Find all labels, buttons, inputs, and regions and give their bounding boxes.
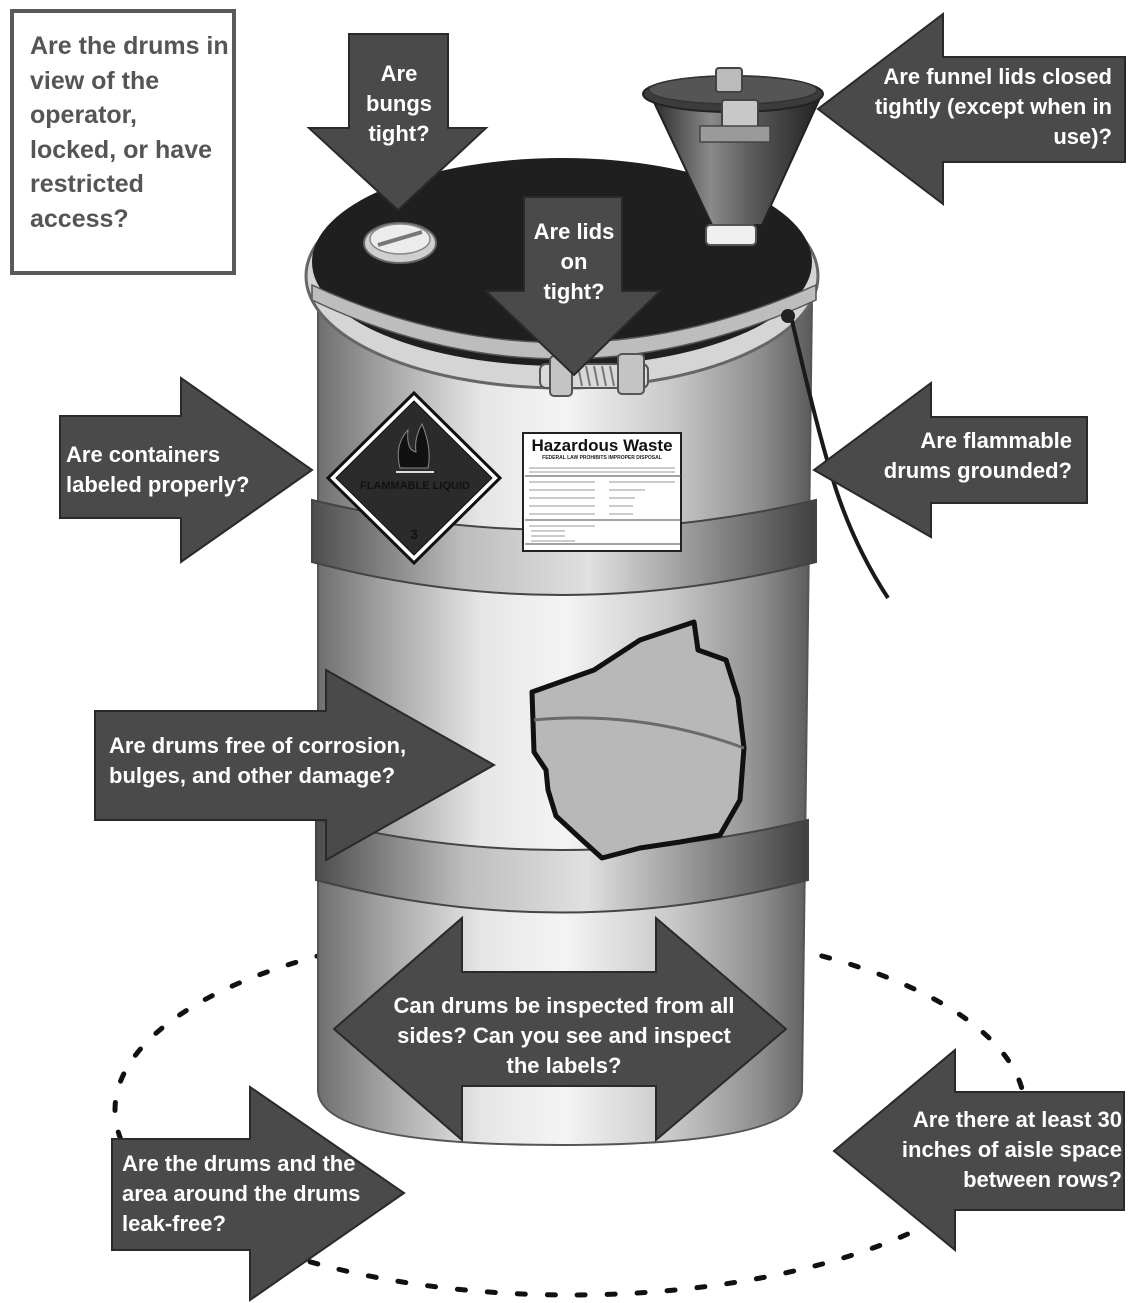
arrow-inspect: [332, 915, 788, 1143]
callout-bungs: Are bungs tight?: [366, 61, 432, 146]
lid-bolt: [539, 353, 649, 397]
hazardous-waste-label: Hazardous Waste FEDERAL LAW PROHIBITS IM…: [522, 432, 682, 552]
funnel: [642, 67, 824, 246]
callout-leak: Are the drums and the area around the dr…: [122, 1151, 361, 1236]
hazardous-waste-title: Hazardous Waste: [531, 436, 673, 455]
arrow-corrosion: [94, 668, 497, 862]
placard-label: FLAMMABLE LIQUID: [360, 480, 470, 492]
access-question-box: Are the drums in view of the operator, l…: [10, 9, 236, 275]
placard-class-number: 3: [410, 526, 418, 542]
label-fine-print-lines: [525, 467, 681, 545]
callout-funnel: Are funnel lids closed tightly (except w…: [874, 64, 1112, 149]
callout-corrosion: Are drums free of corrosion, bulges, and…: [109, 733, 407, 788]
arrow-aisle: [832, 1047, 1125, 1253]
arrow-leak: [111, 1085, 406, 1302]
arrow-bungs: [306, 33, 489, 212]
bung: [363, 222, 437, 264]
arrow-grounded: [812, 381, 1088, 539]
callout-aisle: Are there at least 30 inches of aisle sp…: [901, 1107, 1122, 1192]
flammable-placard: [325, 390, 503, 566]
arrow-labeled: [59, 376, 314, 564]
arrow-lids: [483, 196, 663, 377]
callout-grounded: Are flammable drums grounded?: [883, 428, 1072, 483]
damage-patch: [529, 619, 747, 861]
arrow-funnel: [816, 11, 1126, 207]
callout-lids: Are lids on tight?: [533, 219, 615, 304]
access-question-text: Are the drums in view of the operator, l…: [30, 32, 229, 233]
callout-labeled: Are containers labeled properly?: [66, 442, 250, 497]
callout-inspect: Can drums be inspected from all sides? C…: [393, 993, 735, 1078]
callout-arrows: [59, 11, 1126, 1302]
hazardous-waste-subtitle: FEDERAL LAW PROHIBITS IMPROPER DISPOSAL: [542, 455, 662, 461]
